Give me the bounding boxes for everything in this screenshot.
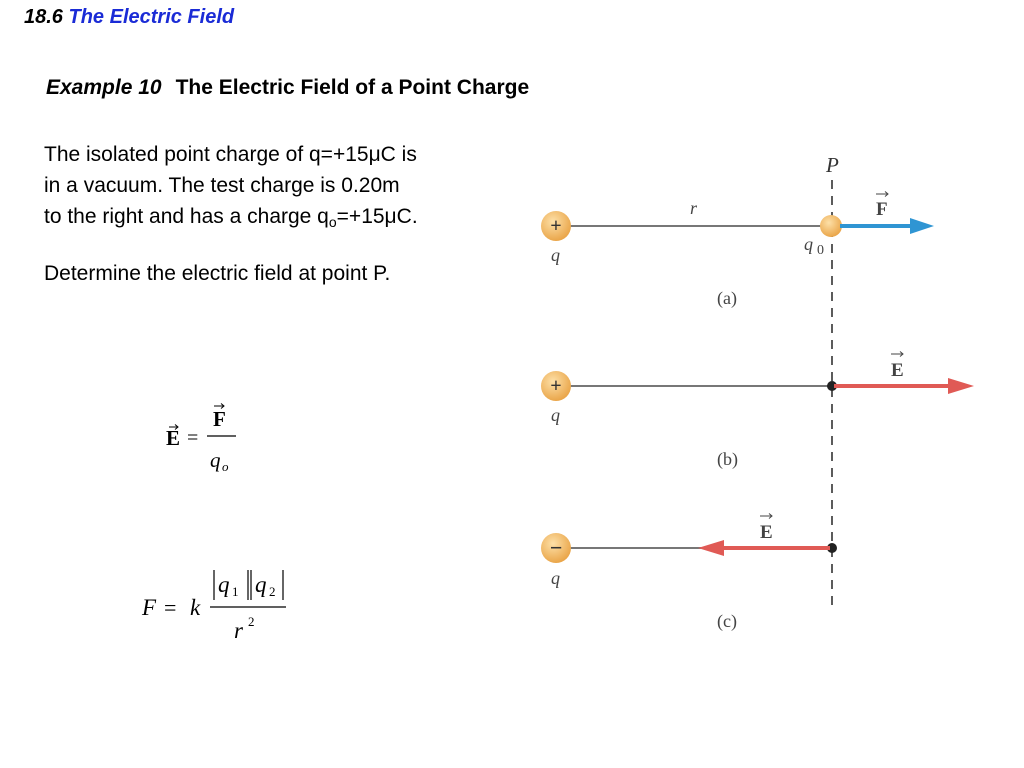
problem-statement: The isolated point charge of q=+15μC is … (44, 139, 514, 232)
force-arrow (840, 218, 934, 234)
field-arrow (834, 378, 974, 394)
problem-line: in a vacuum. The test charge is 0.20m (44, 174, 400, 197)
vector-arrow-e (891, 351, 904, 357)
field-denominator: q (210, 448, 221, 472)
source-charge (541, 533, 571, 563)
charge-label: q (551, 245, 560, 265)
field-denominator-sub: o (222, 459, 229, 474)
task-statement: Determine the electric field at point P. (44, 262, 391, 285)
section-title: The Electric Field (68, 6, 235, 28)
panel-caption: (a) (717, 288, 737, 309)
panel-a: r + q q 0 F (a) (541, 191, 934, 309)
charge-q2-sub: 2 (269, 584, 276, 599)
source-charge (541, 211, 571, 241)
slide-header: 18.6 The Electric Field (24, 6, 234, 29)
problem-line: The isolated point charge of q=+15μC is (44, 143, 417, 166)
point-p-label: P (825, 153, 839, 177)
coulomb-equation: F = k q 1 q 2 r 2 (141, 570, 286, 643)
vector-arrow-e (169, 424, 179, 430)
field-equation: E = F q o (166, 403, 236, 474)
field-lhs: E (166, 426, 180, 450)
distance-label: r (690, 198, 698, 218)
vector-arrow-f (876, 191, 889, 197)
coulomb-lhs: F (141, 595, 157, 620)
vector-arrow-f (214, 403, 225, 409)
vector-label: E (891, 360, 904, 381)
problem-line: to the right and has a charge qo=+15μC. (44, 201, 514, 232)
electric-field-figure: P r + q q 0 F (a) + q (541, 153, 974, 632)
example-title: The Electric Field of a Point Charge (175, 76, 530, 99)
subscript: o (328, 214, 337, 230)
example-label: Example 10 (46, 76, 162, 99)
test-charge (820, 215, 842, 237)
field-arrow (698, 540, 830, 556)
vector-label: F (876, 199, 888, 220)
test-charge-label: q (804, 234, 813, 254)
example-heading: Example 10 The Electric Field of a Point … (46, 76, 529, 100)
distance-r: r (234, 618, 244, 643)
equals-sign: = (164, 595, 176, 620)
test-charge-sub: 0 (817, 243, 824, 258)
panel-b: + q E (b) (541, 351, 974, 470)
equals-sign: = (187, 427, 198, 449)
charge-sign: − (550, 535, 563, 560)
abs-bars (213, 570, 284, 600)
point-p-dot (827, 381, 837, 391)
charge-q2: q (255, 572, 267, 597)
problem-text: =+15μC. (336, 205, 418, 228)
panel-c: − q E (c) (541, 513, 837, 632)
problem-text: to the right and has a charge q (44, 205, 329, 228)
section-number: 18.6 (24, 6, 63, 28)
charge-label: q (551, 405, 560, 425)
vector-label: E (760, 522, 773, 543)
panel-caption: (c) (717, 611, 737, 632)
charge-q1: q (218, 572, 230, 597)
vector-arrow-e (760, 513, 773, 519)
point-p-dot (827, 543, 837, 553)
source-charge (541, 371, 571, 401)
charge-label: q (551, 568, 560, 588)
field-numerator: F (213, 407, 226, 431)
charge-sign: + (550, 375, 561, 397)
panel-caption: (b) (717, 449, 738, 470)
coulomb-constant: k (190, 595, 201, 620)
charge-sign: + (550, 215, 561, 237)
distance-exponent: 2 (248, 614, 255, 629)
charge-q1-sub: 1 (232, 584, 239, 599)
